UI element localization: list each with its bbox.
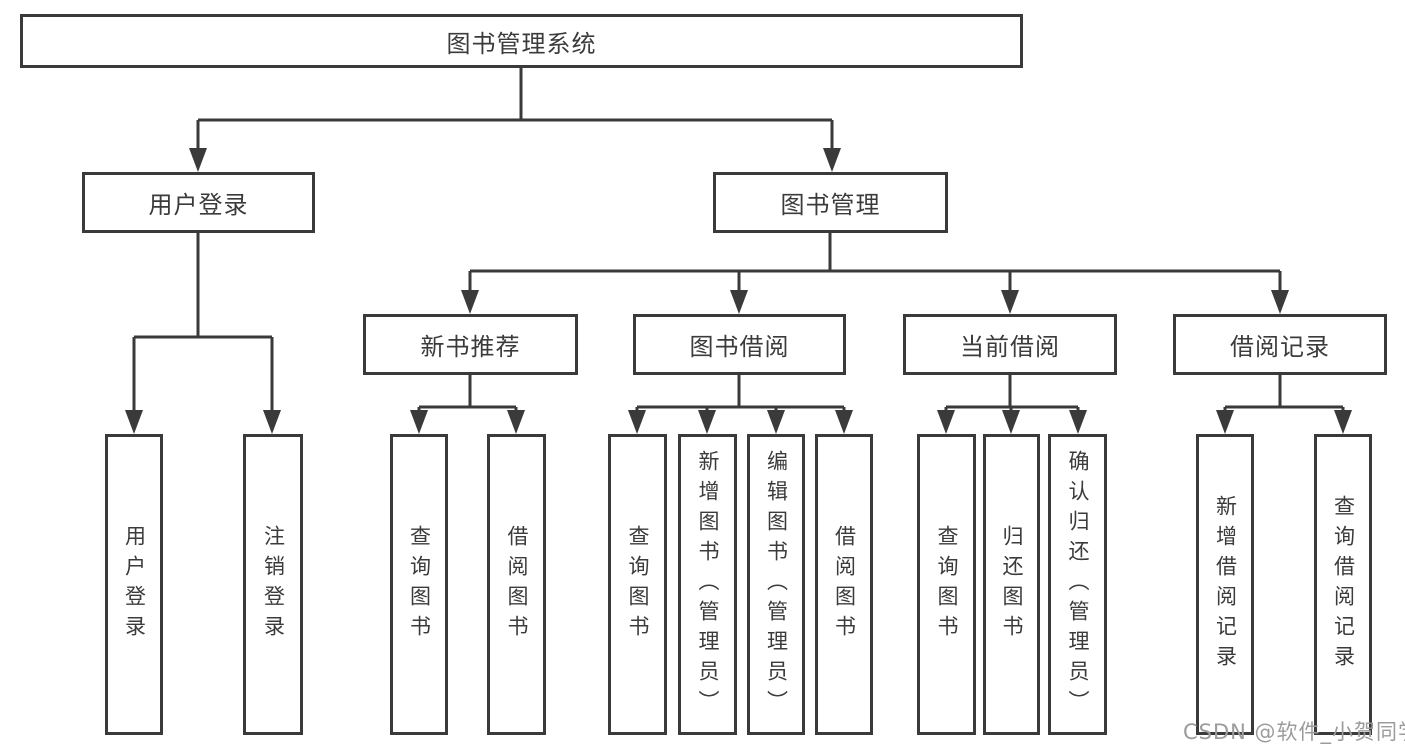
leaf-nb-borrow-books-label: 借阅图书	[505, 524, 529, 645]
node-book-borrowing: 图书借阅	[633, 314, 846, 375]
leaf-nb-query-books: 查询图书	[390, 434, 448, 735]
leaf-bb-add-books-label: 新增图书（管理员）	[696, 449, 720, 720]
node-user-login-label: 用户登录	[148, 191, 249, 219]
leaf-nb-query-books-label: 查询图书	[407, 524, 432, 645]
leaf-bb-edit-books: 编辑图书（管理员）	[747, 434, 805, 735]
node-root: 图书管理系统	[20, 14, 1023, 68]
leaf-bb-query-books-label: 查询图书	[626, 524, 650, 645]
leaf-cb-query-books: 查询图书	[917, 434, 976, 735]
node-book-borrowing-label: 图书借阅	[689, 333, 790, 361]
node-borrow-records: 借阅记录	[1173, 314, 1387, 375]
leaf-logout: 注销登录	[243, 434, 303, 735]
node-current-borrowing: 当前借阅	[903, 314, 1117, 375]
leaf-br-add-record-label: 新增借阅记录	[1213, 494, 1238, 675]
node-new-books: 新书推荐	[363, 314, 578, 375]
node-book-management-label: 图书管理	[780, 191, 881, 219]
leaf-bb-edit-books-label: 编辑图书（管理员）	[764, 449, 789, 720]
leaf-bb-borrow-books: 借阅图书	[815, 434, 873, 735]
csdn-watermark: CSDN @软件_小贺同学	[1183, 720, 1405, 744]
leaf-user-login: 用户登录	[105, 434, 163, 735]
node-book-management: 图书管理	[713, 172, 948, 233]
leaf-logout-label: 注销登录	[261, 524, 286, 645]
leaf-cb-return-books-label: 归还图书	[1000, 524, 1024, 645]
leaf-bb-borrow-books-label: 借阅图书	[832, 524, 857, 645]
leaf-bb-add-books: 新增图书（管理员）	[678, 434, 737, 735]
node-current-borrowing-label: 当前借阅	[960, 333, 1060, 361]
node-borrow-records-label: 借阅记录	[1230, 333, 1330, 361]
node-user-login: 用户登录	[82, 172, 315, 233]
leaf-cb-query-books-label: 查询图书	[935, 524, 959, 645]
leaf-nb-borrow-books: 借阅图书	[487, 434, 546, 735]
leaf-br-add-record: 新增借阅记录	[1196, 434, 1254, 735]
leaf-br-query-record-label: 查询借阅记录	[1331, 494, 1356, 675]
node-new-books-label: 新书推荐	[420, 333, 521, 361]
leaf-cb-confirm-return-label: 确认归还（管理员）	[1066, 449, 1090, 720]
leaf-bb-query-books: 查询图书	[608, 434, 667, 735]
leaf-user-login-label: 用户登录	[122, 524, 147, 645]
leaf-br-query-record: 查询借阅记录	[1314, 434, 1372, 735]
leaf-cb-return-books: 归还图书	[983, 434, 1040, 735]
node-root-label: 图书管理系统	[446, 29, 597, 58]
leaf-cb-confirm-return: 确认归还（管理员）	[1048, 434, 1107, 735]
